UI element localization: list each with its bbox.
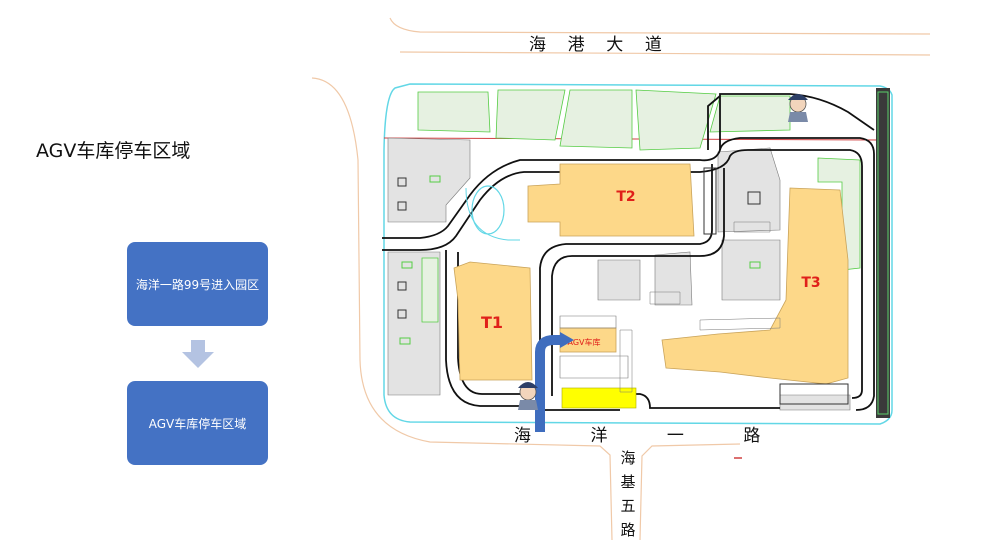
- grey-lots: [387, 137, 851, 411]
- hatched-areas: [619, 221, 781, 393]
- building-t2: T2: [527, 163, 695, 237]
- roundabout: [471, 185, 505, 235]
- building-t1-label: T1: [481, 313, 503, 332]
- building-t3: T3: [661, 187, 849, 385]
- road-edge-right-branch: [639, 443, 741, 541]
- agv-garage-label: AGV车库: [567, 337, 600, 347]
- building-t2-label: T2: [616, 189, 635, 205]
- road-network: [382, 93, 875, 411]
- flow-down-arrow-icon: [182, 340, 214, 368]
- flow-step-enter-park: 海洋一路99号进入园区: [127, 242, 268, 326]
- road-edge-top-2: [399, 51, 931, 56]
- campus-map: T2 T1 T3 AGV车库: [311, 17, 931, 541]
- building-t1: T1: [453, 261, 533, 381]
- page-title: AGV车库停车区域: [36, 140, 191, 162]
- route-arrowhead-icon: [560, 332, 574, 348]
- green-lots: [417, 89, 861, 323]
- guard-icon-bottom: [518, 382, 538, 410]
- road-edge-left: [311, 77, 613, 541]
- road-top-label: 海 港 大 道: [529, 35, 662, 55]
- flow-step-agv-parking-label: AGV车库停车区域: [148, 416, 247, 431]
- flow-step-enter-park-label: 海洋一路99号进入园区: [135, 277, 260, 292]
- agv-parking-zone-yellow: [561, 387, 637, 409]
- road-bottom-label: 海 洋 一 路: [514, 426, 761, 446]
- east-wall-strip: [876, 88, 890, 418]
- flow-step-agv-parking: AGV车库停车区域: [127, 381, 268, 465]
- road-side-label: 海 基 五 路: [620, 449, 636, 539]
- road-edge-top-1: [389, 17, 931, 35]
- building-t3-label: T3: [801, 275, 820, 291]
- small-markers: [397, 167, 849, 405]
- agv-garage-area: AGV车库: [559, 315, 629, 379]
- guard-icon-top: [788, 94, 808, 122]
- route-arrow: [535, 335, 562, 432]
